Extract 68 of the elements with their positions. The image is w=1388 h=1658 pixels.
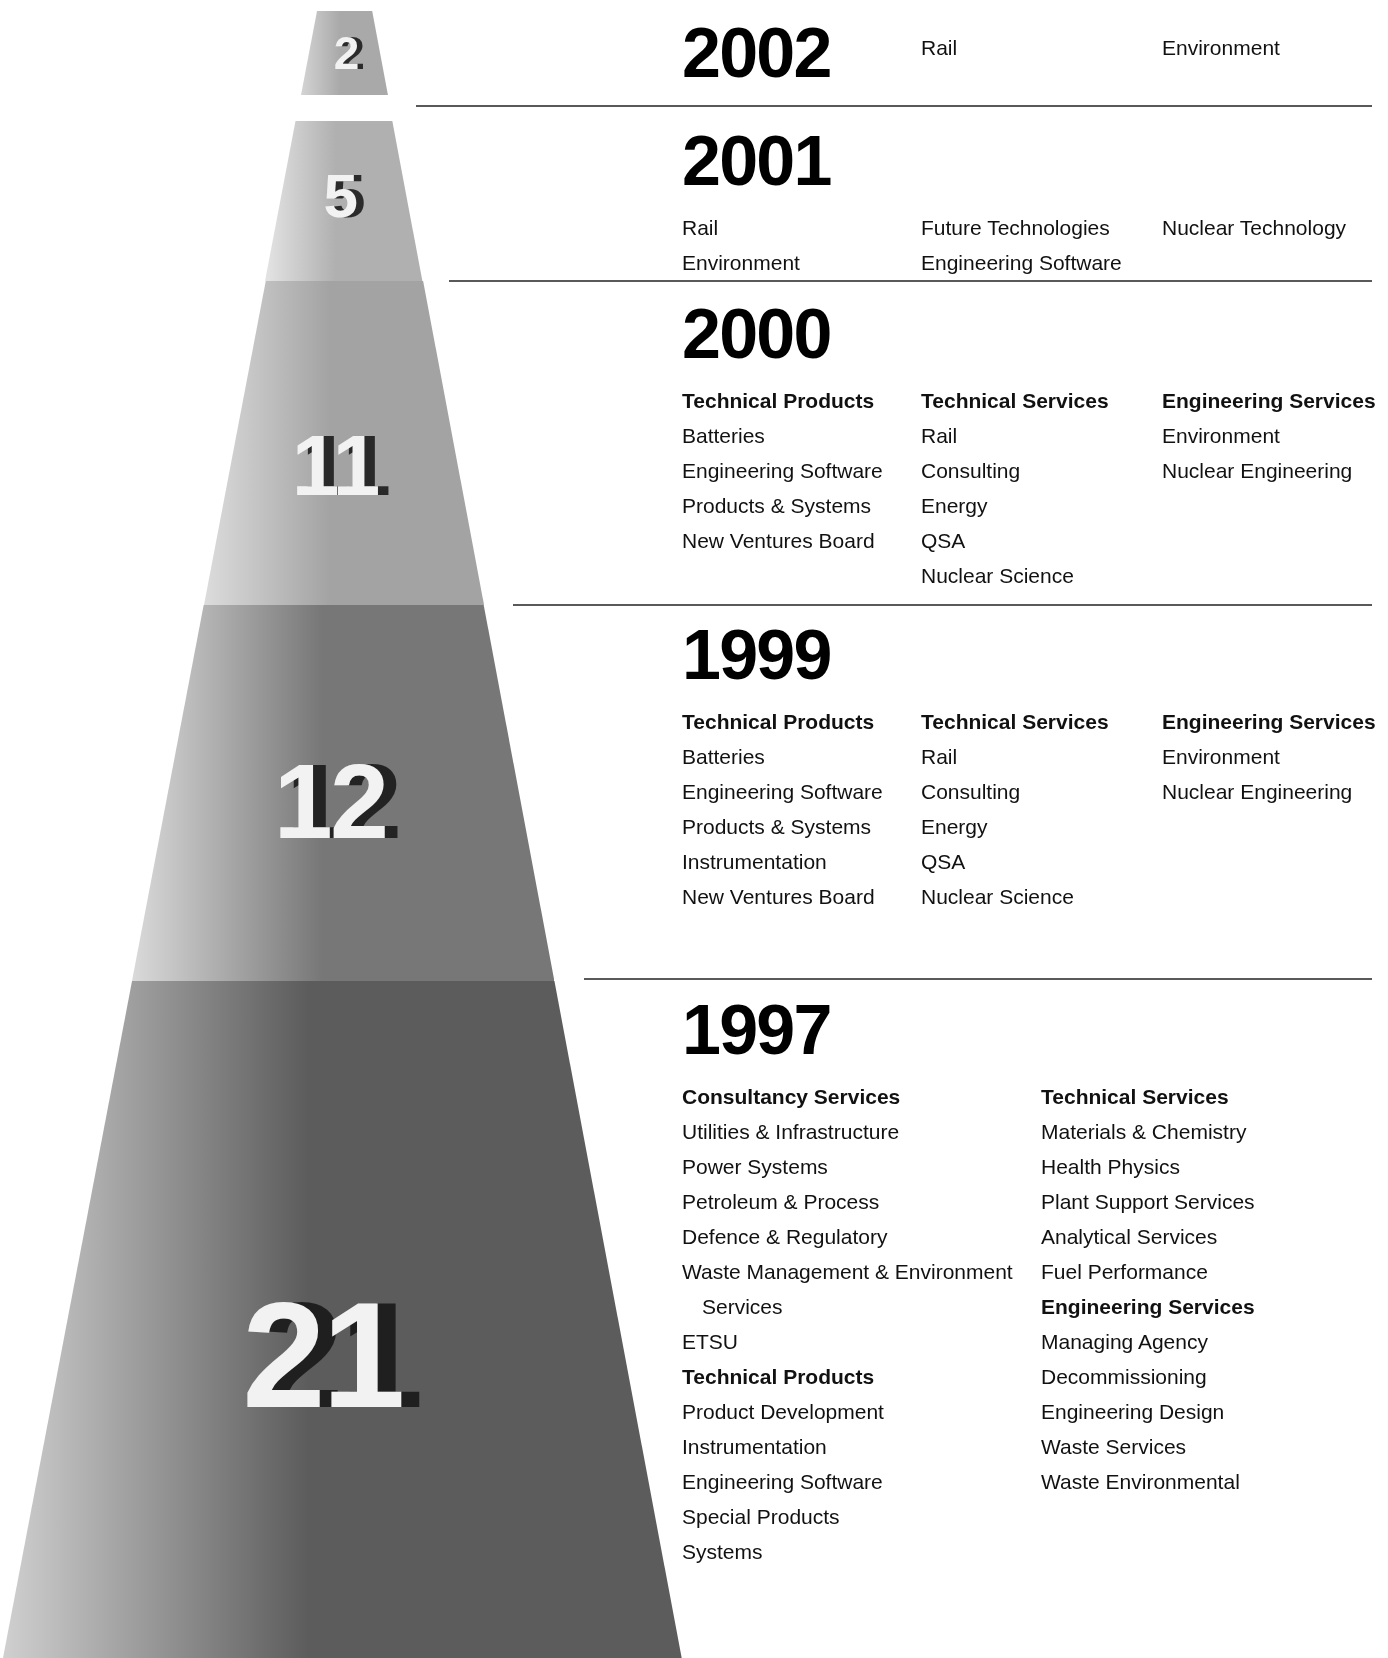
year-heading: 2002	[682, 18, 831, 88]
count-number: 21	[242, 1280, 402, 1430]
list-item: Waste Management & Environment Services	[682, 1259, 1014, 1320]
list-item: Fuel Performance	[1041, 1259, 1208, 1285]
list-item: Nuclear Engineering	[1162, 779, 1353, 805]
year-heading: 2000	[682, 299, 831, 369]
list-item: Rail	[921, 423, 958, 449]
list-item: Environment	[1162, 744, 1280, 770]
list-item: Instrumentation	[682, 849, 827, 875]
list-item: Rail	[921, 35, 958, 61]
list-item: Decommissioning	[1041, 1364, 1207, 1390]
list-item: Engineering Software	[921, 250, 1122, 276]
list-item: Batteries	[682, 744, 765, 770]
list-item: Technical Services	[1041, 1084, 1229, 1110]
list-item: New Ventures Board	[682, 528, 875, 554]
year-heading: 1997	[682, 995, 831, 1065]
list-item: Technical Products	[682, 709, 875, 735]
list-item: Health Physics	[1041, 1154, 1180, 1180]
list-item: Power Systems	[682, 1154, 828, 1180]
list-item: ETSU	[682, 1329, 738, 1355]
list-item: Consulting	[921, 779, 1021, 805]
list-item: Systems	[682, 1539, 763, 1565]
year-heading: 2001	[682, 126, 831, 196]
list-item: Rail	[682, 215, 719, 241]
list-item: Technical Services	[921, 709, 1109, 735]
list-item: New Ventures Board	[682, 884, 875, 910]
list-item: Energy	[921, 493, 988, 519]
list-item: Waste Services	[1041, 1434, 1187, 1460]
list-item: Materials & Chemistry	[1041, 1119, 1247, 1145]
list-item: Technical Products	[682, 388, 875, 414]
list-item: Future Technologies	[921, 215, 1110, 241]
list-item: Environment	[1162, 423, 1280, 449]
list-item: Engineering Software	[682, 458, 883, 484]
list-item: Petroleum & Process	[682, 1189, 880, 1215]
count-number: 2	[333, 30, 359, 76]
list-item: Batteries	[682, 423, 765, 449]
list-item: Utilities & Infrastructure	[682, 1119, 900, 1145]
list-item: Environment	[1162, 35, 1280, 61]
list-item: Analytical Services	[1041, 1224, 1218, 1250]
list-item: Waste Environmental	[1041, 1469, 1240, 1495]
list-item: Engineering Services	[1162, 709, 1376, 735]
list-item: Instrumentation	[682, 1434, 827, 1460]
list-item: QSA	[921, 849, 966, 875]
list-item: Managing Agency	[1041, 1329, 1208, 1355]
year-heading: 1999	[682, 620, 831, 690]
list-item: Nuclear Science	[921, 563, 1074, 589]
list-item: Special Products	[682, 1504, 840, 1530]
list-item: Energy	[921, 814, 988, 840]
list-item: Nuclear Technology	[1162, 215, 1347, 241]
list-item: Defence & Regulatory	[682, 1224, 888, 1250]
list-item: Engineering Services	[1041, 1294, 1255, 1320]
list-item: Engineering Software	[682, 1469, 883, 1495]
list-item: Engineering Design	[1041, 1399, 1225, 1425]
list-item: Engineering Services	[1162, 388, 1376, 414]
list-item: Product Development	[682, 1399, 884, 1425]
list-item: Nuclear Science	[921, 884, 1074, 910]
list-item: Consultancy Services	[682, 1084, 901, 1110]
list-item: Engineering Software	[682, 779, 883, 805]
list-item: Environment	[682, 250, 800, 276]
list-item: Plant Support Services	[1041, 1189, 1255, 1215]
list-item: Nuclear Engineering	[1162, 458, 1353, 484]
list-item: Products & Systems	[682, 493, 872, 519]
list-item: Technical Products	[682, 1364, 875, 1390]
list-item: QSA	[921, 528, 966, 554]
list-item: Technical Services	[921, 388, 1109, 414]
list-item: Consulting	[921, 458, 1021, 484]
list-item: Products & Systems	[682, 814, 872, 840]
list-item: Rail	[921, 744, 958, 770]
